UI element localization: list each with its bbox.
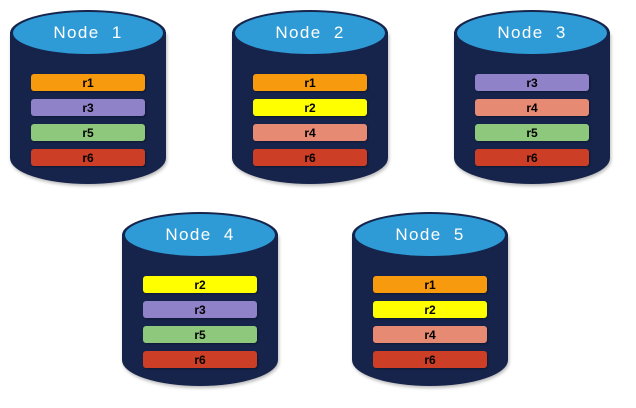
node-label: Node 3: [497, 23, 567, 42]
replica-bar-r6[interactable]: r6: [143, 351, 257, 368]
database-node-2[interactable]: Node 2 r1 r2 r4 r6: [232, 10, 388, 190]
replica-bar-r6[interactable]: r6: [253, 149, 367, 166]
database-node-4[interactable]: Node 4 r2 r3 r5 r6: [122, 212, 278, 392]
cylinder-top-ellipse: [235, 12, 385, 54]
replica-bar-r3[interactable]: r3: [31, 99, 145, 116]
node-label: Node 2: [275, 23, 345, 42]
replica-list: r1 r3 r5 r6: [31, 74, 145, 166]
replica-bar-r4[interactable]: r4: [475, 99, 589, 116]
cylinder-top-ellipse: [355, 214, 505, 256]
database-node-3[interactable]: Node 3 r3 r4 r5 r6: [454, 10, 610, 190]
replica-bar-r1[interactable]: r1: [253, 74, 367, 91]
replica-bar-r1[interactable]: r1: [373, 276, 487, 293]
replica-list: r2 r3 r5 r6: [143, 276, 257, 368]
replica-bar-r2[interactable]: r2: [253, 99, 367, 116]
cylinder-top-ellipse: [125, 214, 275, 256]
database-node-5[interactable]: Node 5 r1 r2 r4 r6: [352, 212, 508, 392]
cylinder-top-ellipse: [13, 12, 163, 54]
replica-bar-r6[interactable]: r6: [475, 149, 589, 166]
replica-bar-r2[interactable]: r2: [143, 276, 257, 293]
node-label: Node 1: [53, 23, 123, 42]
node-label: Node 4: [165, 225, 235, 244]
replica-bar-r2[interactable]: r2: [373, 301, 487, 318]
replica-list: r1 r2 r4 r6: [373, 276, 487, 368]
node-label: Node 5: [395, 225, 465, 244]
replica-bar-r5[interactable]: r5: [31, 124, 145, 141]
replica-bar-r6[interactable]: r6: [31, 149, 145, 166]
cylinder-top-ellipse: [457, 12, 607, 54]
replica-bar-r6[interactable]: r6: [373, 351, 487, 368]
replica-bar-r3[interactable]: r3: [143, 301, 257, 318]
replica-bar-r4[interactable]: r4: [253, 124, 367, 141]
replica-bar-r4[interactable]: r4: [373, 326, 487, 343]
database-node-1[interactable]: Node 1 r1 r3 r5 r6: [10, 10, 166, 190]
replica-bar-r3[interactable]: r3: [475, 74, 589, 91]
replica-bar-r5[interactable]: r5: [143, 326, 257, 343]
replica-bar-r1[interactable]: r1: [31, 74, 145, 91]
replica-bar-r5[interactable]: r5: [475, 124, 589, 141]
replica-list: r1 r2 r4 r6: [253, 74, 367, 166]
replica-list: r3 r4 r5 r6: [475, 74, 589, 166]
